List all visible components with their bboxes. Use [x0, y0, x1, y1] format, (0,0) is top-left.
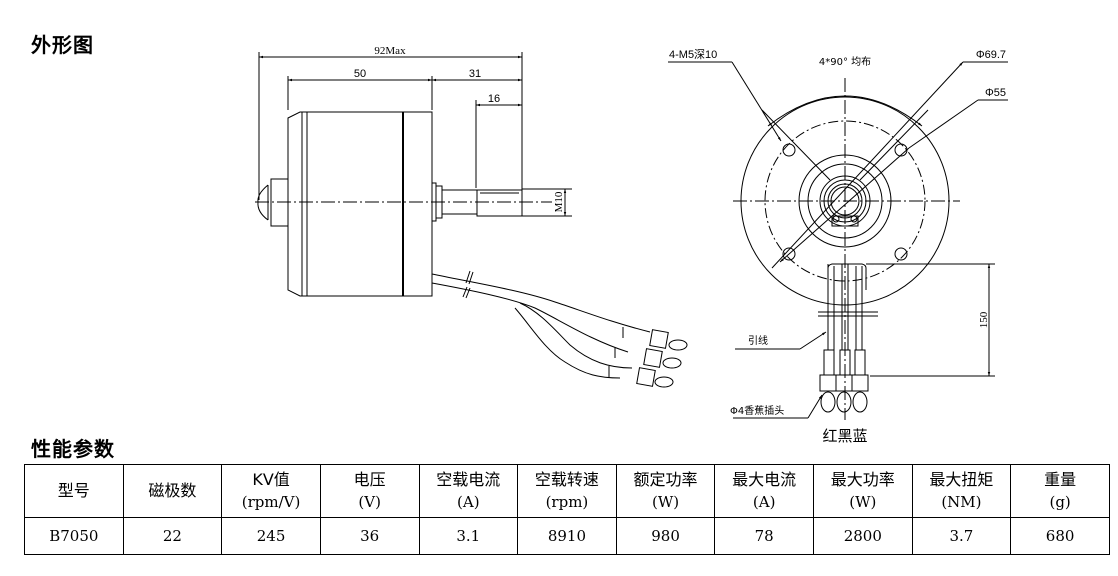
mount-hole [894, 247, 908, 261]
connector-label: Φ4香蕉插头 [730, 404, 784, 417]
col-header-model: 型号 [24, 464, 124, 518]
dim-thread: 16 [488, 93, 500, 105]
threaded-shaft [476, 189, 523, 217]
cell-max-torque: 3.7 [911, 517, 1012, 555]
col-header-kv: KV值(rpm/V) [221, 464, 321, 518]
col-header-weight: 重量(g) [1010, 464, 1110, 518]
side-view [255, 52, 688, 388]
connector-1 [649, 329, 669, 349]
col-header-max-current: 最大电流(A) [714, 464, 814, 518]
cell-noload-speed: 8910 [517, 517, 617, 555]
cell-kv: 245 [221, 517, 321, 555]
wire-2 [431, 282, 629, 353]
banana-plug-1 [668, 339, 688, 351]
mount-hole [782, 143, 796, 157]
cell-rated-power: 980 [615, 517, 716, 555]
cell-noload-current: 3.1 [418, 517, 519, 555]
banana-plug [836, 391, 852, 413]
rear-bearing [270, 178, 288, 227]
outline-drawing-title: 外形图 [31, 33, 94, 57]
rear-cap [287, 111, 303, 297]
table-row: B7050 22 245 36 3.1 8910 980 78 2800 3.7… [24, 517, 1110, 555]
dim-thread-dia: M10 [553, 191, 565, 212]
col-header-noload-current: 空载电流(A) [418, 464, 519, 518]
cell-weight: 680 [1010, 517, 1110, 555]
lead-sleeve [854, 349, 866, 376]
banana-plug [820, 391, 836, 413]
wire-colors-label: 红黑蓝 [822, 427, 867, 445]
pcd-circle [764, 120, 926, 282]
front-bell [402, 111, 433, 297]
outer-diameter-label: Φ69.7 [976, 49, 1006, 61]
col-header-voltage: 电压(V) [319, 464, 420, 518]
lead-sleeve [823, 349, 835, 376]
connector-3 [636, 367, 656, 387]
dim-overall: 92Max [374, 45, 406, 57]
col-header-poles: 磁极数 [122, 464, 223, 518]
connector-2 [643, 348, 663, 368]
col-header-rated-power: 额定功率(W) [615, 464, 716, 518]
hole-spacing-label: 4*90° 均布 [819, 56, 871, 68]
banana-plug [852, 391, 868, 413]
cell-poles: 22 [122, 517, 223, 555]
angle-arc [767, 95, 923, 127]
col-header-noload-speed: 空载转速(rpm) [517, 464, 617, 518]
pcd-diameter-label: Φ55 [985, 87, 1006, 99]
col-header-max-torque: 最大扭矩(NM) [911, 464, 1012, 518]
motor-technical-drawing: 92Max 50 31 16 M10 [255, 45, 1008, 445]
dim-shaft: 31 [469, 68, 481, 80]
banana-plug-2 [662, 357, 682, 369]
lead-length-label: 150 [978, 311, 990, 328]
mount-hole [894, 143, 908, 157]
mount-hole [782, 247, 796, 261]
cell-max-power: 2800 [813, 517, 913, 555]
motor-can [301, 111, 404, 297]
front-view [668, 61, 1008, 420]
col-header-max-power: 最大功率(W) [813, 464, 913, 518]
cell-model: B7050 [24, 517, 124, 555]
dim-body: 50 [354, 68, 366, 80]
performance-table: 型号 磁极数 KV值(rpm/V) 电压(V) 空载电流(A) 空载转速(rpm… [24, 464, 1110, 555]
cell-voltage: 36 [319, 517, 420, 555]
lead-label: 引线 [748, 334, 768, 347]
mount-holes-label: 4-M5深10 [669, 48, 717, 61]
wire-1 [431, 273, 651, 333]
cell-max-current: 78 [714, 517, 814, 555]
banana-plug-3 [654, 376, 674, 388]
table-header-row: 型号 磁极数 KV值(rpm/V) 电压(V) 空载电流(A) 空载转速(rpm… [24, 464, 1110, 518]
performance-title: 性能参数 [31, 437, 115, 461]
